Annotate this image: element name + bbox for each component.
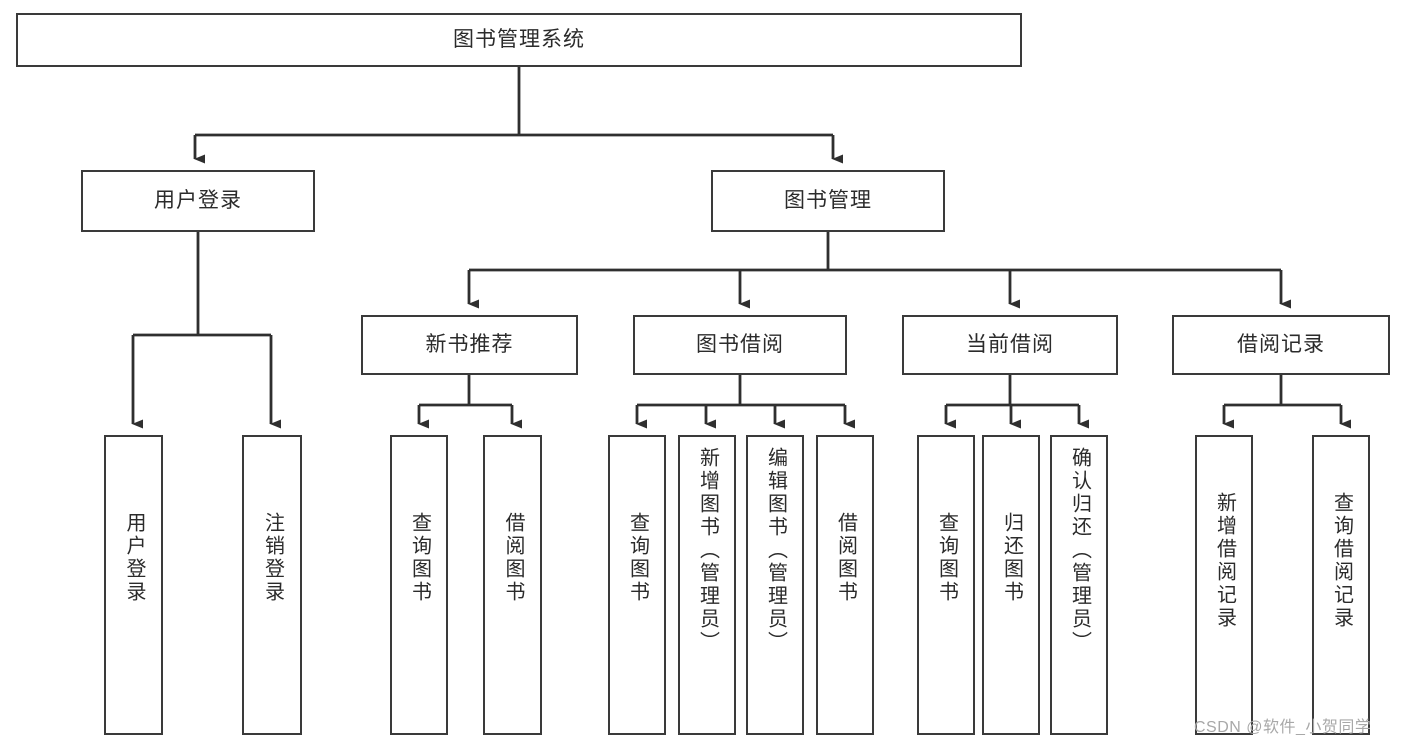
node-user-login[interactable]: 用户登录 [81,170,315,232]
leaf-book-borrow-borrow-books[interactable]: 借阅图书 [816,435,874,735]
leaf-user-login-signout[interactable]: 注销登录 [242,435,302,735]
node-book-borrowing[interactable]: 图书借阅 [633,315,847,375]
node-book-management[interactable]: 图书管理 [711,170,945,232]
leaf-book-borrow-add-book-admin[interactable]: 新增图书（管理员） [678,435,736,735]
leaf-new-book-query-books[interactable]: 查询图书 [390,435,448,735]
leaf-current-borrow-query-books[interactable]: 查询图书 [917,435,975,735]
node-borrowing-record[interactable]: 借阅记录 [1172,315,1390,375]
leaf-new-book-borrow-books[interactable]: 借阅图书 [483,435,542,735]
node-root-library-management-system[interactable]: 图书管理系统 [16,13,1022,67]
leaf-book-borrow-edit-book-admin[interactable]: 编辑图书（管理员） [746,435,804,735]
csdn-watermark: CSDN @软件_小贺同学 [1194,719,1372,736]
leaf-borrow-record-add-record[interactable]: 新增借阅记录 [1195,435,1253,735]
leaf-current-borrow-confirm-return-admin[interactable]: 确认归还（管理员） [1050,435,1108,735]
node-new-book-recommendation[interactable]: 新书推荐 [361,315,578,375]
leaf-current-borrow-return-books[interactable]: 归还图书 [982,435,1040,735]
node-current-borrowing[interactable]: 当前借阅 [902,315,1118,375]
leaf-user-login-signin[interactable]: 用户登录 [104,435,163,735]
leaf-borrow-record-query-record[interactable]: 查询借阅记录 [1312,435,1370,735]
leaf-book-borrow-query-books[interactable]: 查询图书 [608,435,666,735]
